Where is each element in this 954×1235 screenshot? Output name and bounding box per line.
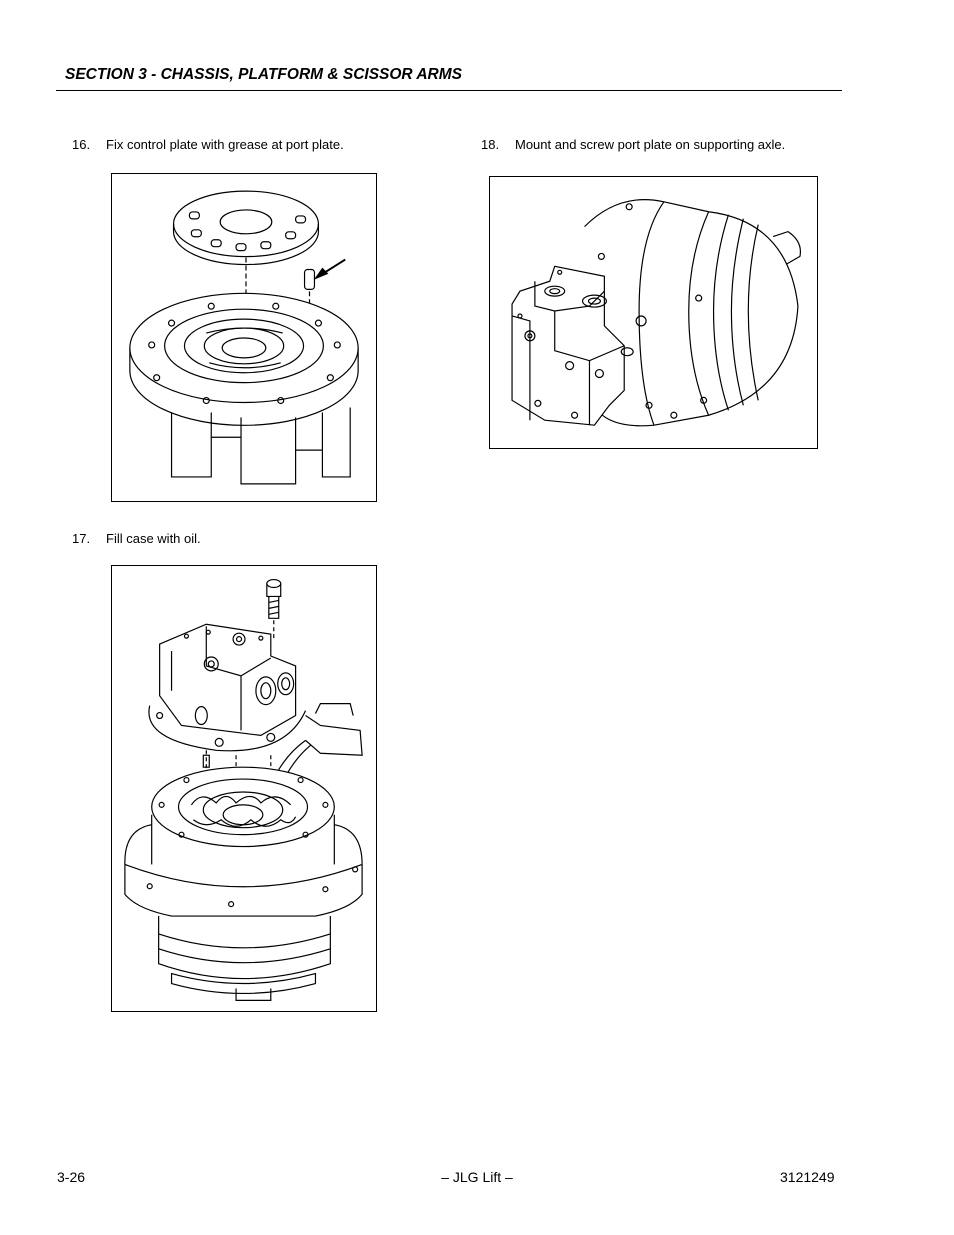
control-plate-illustration (129, 190, 359, 485)
page-number: 3-26 (57, 1169, 86, 1185)
step-16: 16. Fix control plate with grease at port… (72, 137, 344, 152)
figure-fill-oil (111, 565, 377, 1012)
step-17: 17. Fill case with oil. (72, 531, 201, 546)
step-number: 18. (481, 137, 500, 152)
figure-assembled-motor (489, 176, 818, 449)
step-number: 16. (72, 137, 91, 152)
step-text: Mount and screw port plate on supporting… (515, 137, 786, 152)
assembled-motor-illustration (511, 199, 801, 427)
step-text: Fix control plate with grease at port pl… (106, 137, 344, 152)
figure-control-plate (111, 173, 377, 502)
step-18: 18. Mount and screw port plate on support… (481, 137, 785, 152)
step-number: 17. (72, 531, 91, 546)
section-header: SECTION 3 - CHASSIS, PLATFORM & SCISSOR … (56, 64, 842, 91)
motor-exploded-illustration (124, 578, 363, 1001)
document-number: 3121249 (780, 1169, 835, 1185)
section-title: SECTION 3 - CHASSIS, PLATFORM & SCISSOR … (65, 66, 462, 83)
step-text: Fill case with oil. (106, 531, 201, 546)
footer-publisher: – JLG Lift – (441, 1169, 513, 1185)
